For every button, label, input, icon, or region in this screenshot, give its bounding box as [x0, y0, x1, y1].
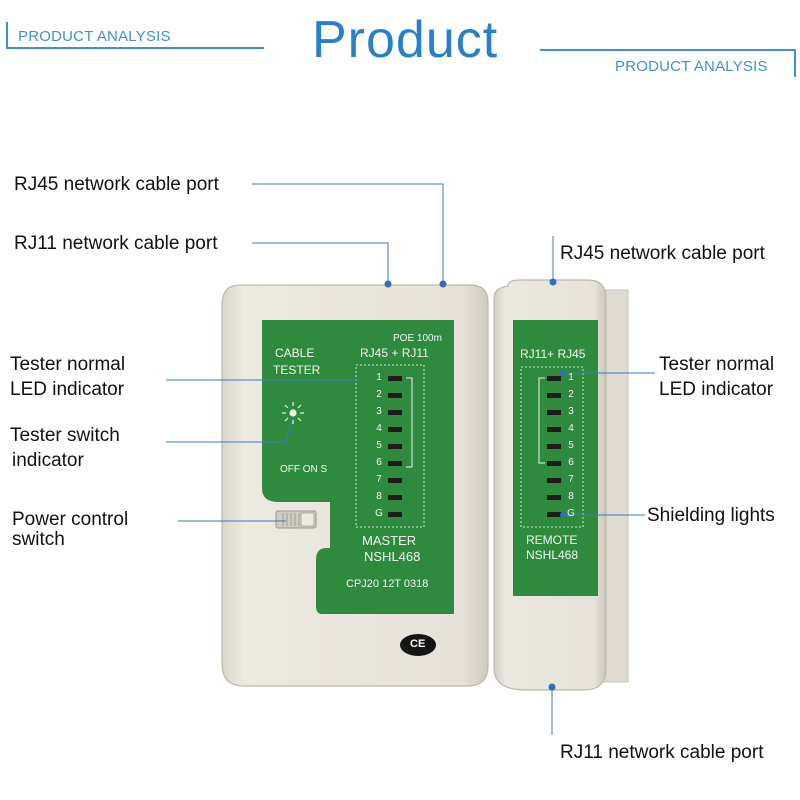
master-pin-5: 5: [376, 440, 382, 451]
remote-pin-3: 3: [568, 406, 574, 417]
callout-rj45-port-right: RJ45 network cable port: [560, 243, 765, 264]
remote-leds: [547, 376, 561, 517]
master-pin-6: 6: [376, 457, 382, 468]
callout-tester-led-right-line1: Tester normal: [659, 354, 775, 375]
ce-mark: CE: [410, 638, 426, 650]
header-rule-left: [6, 47, 264, 49]
remote-pin-8: 8: [568, 491, 574, 502]
switch-indicator-light: [282, 402, 304, 424]
master-pin-7: 7: [376, 474, 382, 485]
master-code-label: CPJ20 12T 0318: [346, 578, 429, 590]
power-switch-ridges: [282, 513, 300, 526]
ce-badge: [400, 634, 436, 656]
master-model-label: NSHL468: [364, 549, 421, 564]
callout-shielding-lights: Shielding lights: [647, 505, 775, 526]
remote-pin-7: 7: [568, 474, 574, 485]
master-pin-3: 3: [376, 406, 382, 417]
callout-switch-indicator-line2: indicator: [12, 450, 84, 471]
master-pin-1: 1: [376, 372, 382, 383]
page-title: Product: [312, 11, 499, 69]
header-tick-right: [794, 49, 796, 77]
callout-rj11-port-right: RJ11 network cable port: [560, 742, 764, 763]
master-pin-2: 2: [376, 389, 382, 400]
master-tester-label: TESTER: [273, 363, 321, 377]
callout-tester-led-left-line2: LED indicator: [10, 379, 125, 400]
callout-switch-indicator-line1: Tester switch: [10, 425, 120, 446]
header-tag-left: PRODUCT ANALYSIS: [18, 28, 171, 45]
power-switch-knob: [300, 512, 315, 527]
header-tick-left: [6, 22, 8, 49]
remote-led-bracket: [538, 377, 545, 464]
header-rule-right: [540, 49, 796, 51]
remote-ports-label: RJ11+ RJ45: [520, 347, 586, 361]
callout-power-switch-line2: switch: [12, 529, 65, 550]
callout-rj45-port-left: RJ45 network cable port: [14, 174, 219, 195]
remote-name-label: REMOTE: [526, 533, 578, 547]
callout-power-switch-line1: Power control: [12, 509, 129, 530]
master-poe-label: POE 100m: [393, 333, 442, 344]
master-pin-4: 4: [376, 423, 382, 434]
remote-pin-2: 2: [568, 389, 574, 400]
master-panel: [262, 320, 454, 614]
remote-model-label: NSHL468: [526, 548, 579, 562]
header-tag-right: PRODUCT ANALYSIS: [615, 58, 768, 75]
master-cable-label: CABLE: [275, 346, 315, 360]
master-pin-8: 8: [376, 491, 382, 502]
callout-lines: [166, 183, 655, 735]
master-name-label: MASTER: [362, 533, 417, 548]
remote-pin-4: 4: [568, 423, 574, 434]
callout-dots: [384, 278, 566, 691]
remote-pin-6: 6: [568, 457, 574, 468]
remote-panel: [513, 320, 598, 596]
remote-led-frame: [520, 366, 584, 528]
callout-rj11-port-left: RJ11 network cable port: [14, 233, 218, 254]
master-leds: [388, 376, 402, 517]
master-led-frame: [355, 364, 425, 528]
master-led-bracket: [406, 377, 413, 468]
callout-tester-led-left-line1: Tester normal: [10, 354, 126, 375]
remote-pin-1: 1: [568, 372, 574, 383]
remote-pin-5: 5: [568, 440, 574, 451]
master-pin-g: G: [375, 508, 383, 519]
callout-tester-led-right-line2: LED indicator: [659, 379, 774, 400]
master-offon-label: OFF ON S: [280, 464, 328, 475]
master-ports-label: RJ45 + RJ11: [360, 346, 429, 360]
remote-pin-g: G: [567, 508, 575, 519]
